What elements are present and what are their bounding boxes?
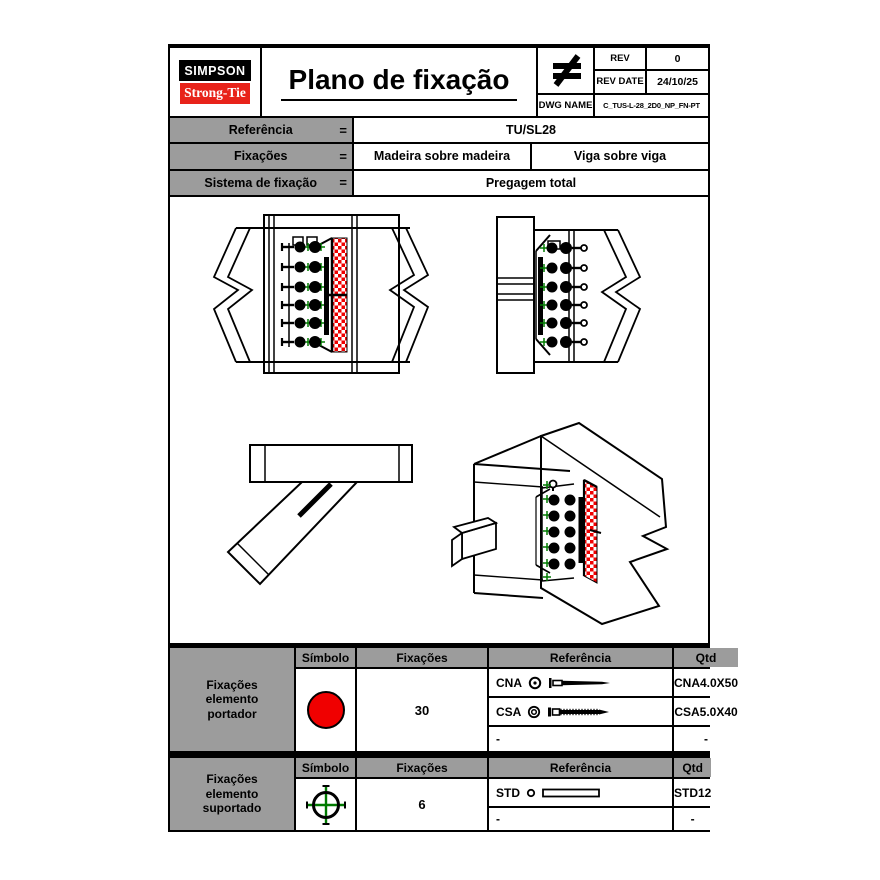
drawing-area <box>168 197 710 645</box>
supported-symbol-cell <box>296 779 355 830</box>
supported-fixings-table: Fixações elemento suportado Símbolo Fixa… <box>168 756 712 832</box>
csa-row-fixing: CSA <box>489 698 672 725</box>
carrier-empty-row-fixing: - <box>489 727 672 751</box>
circled-dot-icon <box>528 676 542 689</box>
rev-label: REV <box>595 48 645 70</box>
carrier-qty: 30 <box>357 669 487 751</box>
nail-rows-front <box>280 241 325 348</box>
sistema-label: Sistema de fixação <box>204 175 317 190</box>
supported-empty-row-fixing: - <box>489 808 672 830</box>
reference-header: Referência <box>489 648 672 667</box>
fixacoes-values: Madeira sobre madeira Viga sobre viga <box>354 144 708 169</box>
equals-sign: = <box>339 175 347 191</box>
technical-drawing <box>212 214 670 626</box>
sistema-value: Pregagem total <box>354 170 708 195</box>
fixacoes-value-left: Madeira sobre madeira <box>354 144 530 169</box>
revision-table: REV 0 REV DATE 24/10/25 DWG NAME C_TUS-L… <box>538 48 708 116</box>
fixings-header: Fixações <box>357 648 487 667</box>
dowel-icon <box>542 788 600 797</box>
fixacoes-value-right: Viga sobre viga <box>532 144 708 169</box>
strongtie-logo: Strong-Tie <box>180 83 250 104</box>
referencia-label: Referência <box>228 123 293 138</box>
cna-code: CNA <box>496 675 522 690</box>
symbol-header: Símbolo <box>296 648 355 667</box>
smooth-nail-icon <box>549 677 610 688</box>
std-reference: STD12 <box>674 779 712 806</box>
title-block: SIMPSON Strong-Tie Plano de fixação REV … <box>168 48 710 118</box>
carrier-empty-reference: - <box>674 727 739 751</box>
reference-info-table: Referência = TU/SL28 Fixações = Madeira … <box>168 118 710 197</box>
empty-code: - <box>496 732 500 746</box>
brand-logo: SIMPSON Strong-Tie <box>170 48 262 116</box>
rev-date-value: 24/10/25 <box>647 71 708 93</box>
isometric-view-drawing <box>451 421 670 626</box>
cna-reference: CNA4.0X50 <box>674 669 739 696</box>
small-circle-icon <box>526 788 536 797</box>
plan-view-drawing <box>226 444 413 586</box>
table-separator <box>168 753 710 756</box>
symbol-header: Símbolo <box>296 758 355 777</box>
qty-header: Qtd <box>674 758 712 777</box>
sistema-label-cell: Sistema de fixação = <box>170 170 352 195</box>
empty-code: - <box>496 812 500 826</box>
supported-qty: 6 <box>357 779 487 830</box>
sheet-title-cell: Plano de fixação <box>262 48 538 116</box>
qty-header: Qtd <box>674 648 739 667</box>
simpson-logo: SIMPSON <box>179 60 251 81</box>
side-view-drawing <box>496 216 642 374</box>
std-row-fixing: STD <box>489 779 672 806</box>
equals-sign: = <box>339 122 347 138</box>
fixings-header: Fixações <box>357 758 487 777</box>
referencia-value: TU/SL28 <box>354 118 708 143</box>
drawing-sheet: SIMPSON Strong-Tie Plano de fixação REV … <box>168 44 739 832</box>
not-equal-logo-icon <box>538 48 593 93</box>
red-circle-symbol-icon <box>306 691 345 729</box>
carrier-fixings-table: Fixações elemento portador Símbolo Fixaç… <box>168 645 739 753</box>
fixacoes-label: Fixações <box>233 149 288 164</box>
sheet-top-border <box>168 44 710 48</box>
ring-shank-nail-icon <box>548 707 610 716</box>
dwg-name-value: C_TUS-L-28_2D0_NP_FN-PT <box>595 94 708 116</box>
rev-value: 0 <box>647 48 708 70</box>
carrier-label: Fixações elemento portador <box>170 648 294 751</box>
equals-sign: = <box>339 148 347 164</box>
supported-label: Fixações elemento suportado <box>170 758 294 830</box>
referencia-label-cell: Referência = <box>170 118 352 143</box>
rev-date-label: REV DATE <box>595 71 645 93</box>
page-title: Plano de fixação <box>280 64 518 101</box>
cna-row-fixing: CNA <box>489 669 672 696</box>
double-circle-icon <box>528 705 541 718</box>
csa-code: CSA <box>496 704 522 719</box>
dwg-name-label: DWG NAME <box>538 94 593 116</box>
fixacoes-label-cell: Fixações = <box>170 144 352 169</box>
std-code: STD <box>496 785 520 800</box>
csa-reference: CSA5.0X40 <box>674 698 739 725</box>
carrier-symbol-cell <box>296 669 355 751</box>
reference-header: Referência <box>489 758 672 777</box>
crosshair-symbol-icon <box>305 784 346 825</box>
front-view-drawing <box>212 214 430 374</box>
supported-empty-reference: - <box>674 808 712 830</box>
